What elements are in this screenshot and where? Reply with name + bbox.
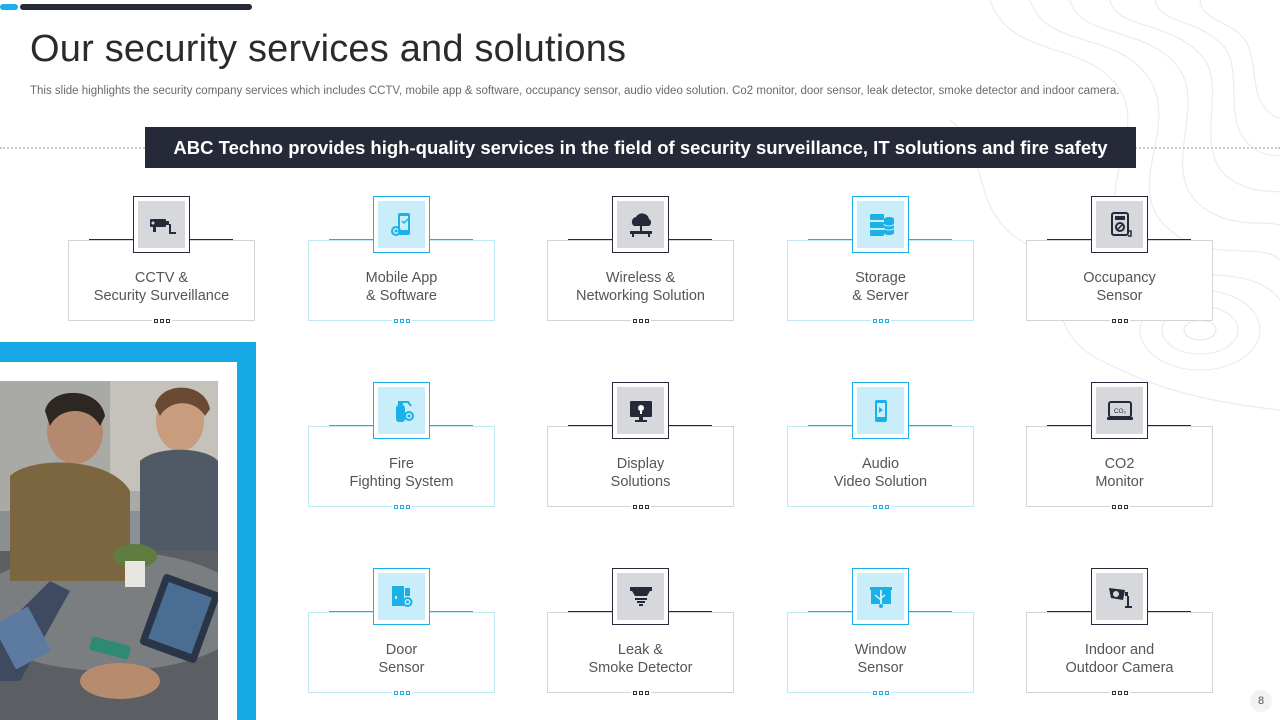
- co2-text: CO₂: [1113, 408, 1126, 415]
- more-dots-icon: [870, 691, 891, 695]
- co2-monitor-icon: CO₂: [1096, 387, 1143, 434]
- door-sensor-icon: [378, 573, 425, 620]
- service-label: CCTV & Security Surveillance: [93, 270, 230, 304]
- mobile-app-icon: [378, 201, 425, 248]
- service-card-co2: CO2 Monitor: [1026, 426, 1213, 509]
- service-icon-frame: [852, 382, 909, 439]
- page-title: Our security services and solutions: [30, 28, 627, 70]
- more-dots-icon: [630, 319, 651, 323]
- service-label: Display Solutions: [610, 456, 671, 490]
- more-dots-icon: [1109, 319, 1130, 323]
- service-icon-frame: [612, 382, 669, 439]
- service-icon-frame: [1091, 196, 1148, 253]
- more-dots-icon: [630, 505, 651, 509]
- video-icon: [857, 387, 904, 434]
- more-dots-icon: [391, 319, 412, 323]
- service-icon-frame: [133, 196, 190, 253]
- smoke-detector-icon: [617, 573, 664, 620]
- service-label: Leak & Smoke Detector: [588, 642, 693, 676]
- more-dots-icon: [1109, 691, 1130, 695]
- service-card-fire: Fire Fighting System: [308, 426, 495, 509]
- service-icon-frame: [612, 196, 669, 253]
- window-sensor-icon: [857, 573, 904, 620]
- service-icon-frame: [373, 382, 430, 439]
- service-icon-frame: CO₂: [1091, 382, 1148, 439]
- service-card-mobile-app: Mobile App & Software: [308, 240, 495, 323]
- more-dots-icon: [151, 319, 172, 323]
- cctv-icon: [138, 201, 185, 248]
- more-dots-icon: [870, 319, 891, 323]
- service-card-window: Window Sensor: [787, 612, 974, 695]
- team-meeting-photo: [0, 381, 218, 720]
- service-label: Occupancy Sensor: [1083, 270, 1156, 304]
- page-number: 8: [1250, 690, 1272, 712]
- service-label: Audio Video Solution: [833, 456, 928, 490]
- service-icon-frame: [852, 196, 909, 253]
- service-card-storage: Storage & Server: [787, 240, 974, 323]
- service-card-display: Display Solutions: [547, 426, 734, 509]
- service-card-occupancy: Occupancy Sensor: [1026, 240, 1213, 323]
- service-card-indoor-and: Indoor and Outdoor Camera: [1026, 612, 1213, 695]
- service-label: Fire Fighting System: [349, 456, 454, 490]
- service-label: Window Sensor: [854, 642, 907, 676]
- service-label: Indoor and Outdoor Camera: [1065, 642, 1174, 676]
- top-accent-blue: [0, 4, 18, 10]
- more-dots-icon: [870, 505, 891, 509]
- service-label: Wireless & Networking Solution: [576, 270, 705, 304]
- security-camera-icon: [1096, 573, 1143, 620]
- service-icon-frame: [612, 568, 669, 625]
- headline-banner: ABC Techno provides high-quality service…: [145, 127, 1136, 168]
- page-subtitle: This slide highlights the security compa…: [30, 85, 1120, 97]
- more-dots-icon: [391, 505, 412, 509]
- fire-extinguisher-icon: [378, 387, 425, 434]
- service-card-leak: Leak & Smoke Detector: [547, 612, 734, 695]
- service-card-wireless: Wireless & Networking Solution: [547, 240, 734, 323]
- display-icon: [617, 387, 664, 434]
- service-icon-frame: [373, 196, 430, 253]
- service-icon-frame: [373, 568, 430, 625]
- service-card-audio: Audio Video Solution: [787, 426, 974, 509]
- more-dots-icon: [630, 691, 651, 695]
- more-dots-icon: [391, 691, 412, 695]
- service-label: Door Sensor: [378, 642, 425, 676]
- cloud-network-icon: [617, 201, 664, 248]
- service-label: Storage & Server: [852, 270, 909, 304]
- more-dots-icon: [1109, 505, 1130, 509]
- occupancy-sensor-icon: [1096, 201, 1143, 248]
- top-accent-dark: [20, 4, 252, 10]
- service-icon-frame: [852, 568, 909, 625]
- service-card-door: Door Sensor: [308, 612, 495, 695]
- server-icon: [857, 201, 904, 248]
- service-label: CO2 Monitor: [1095, 456, 1144, 490]
- service-label: Mobile App & Software: [365, 270, 438, 304]
- service-icon-frame: [1091, 568, 1148, 625]
